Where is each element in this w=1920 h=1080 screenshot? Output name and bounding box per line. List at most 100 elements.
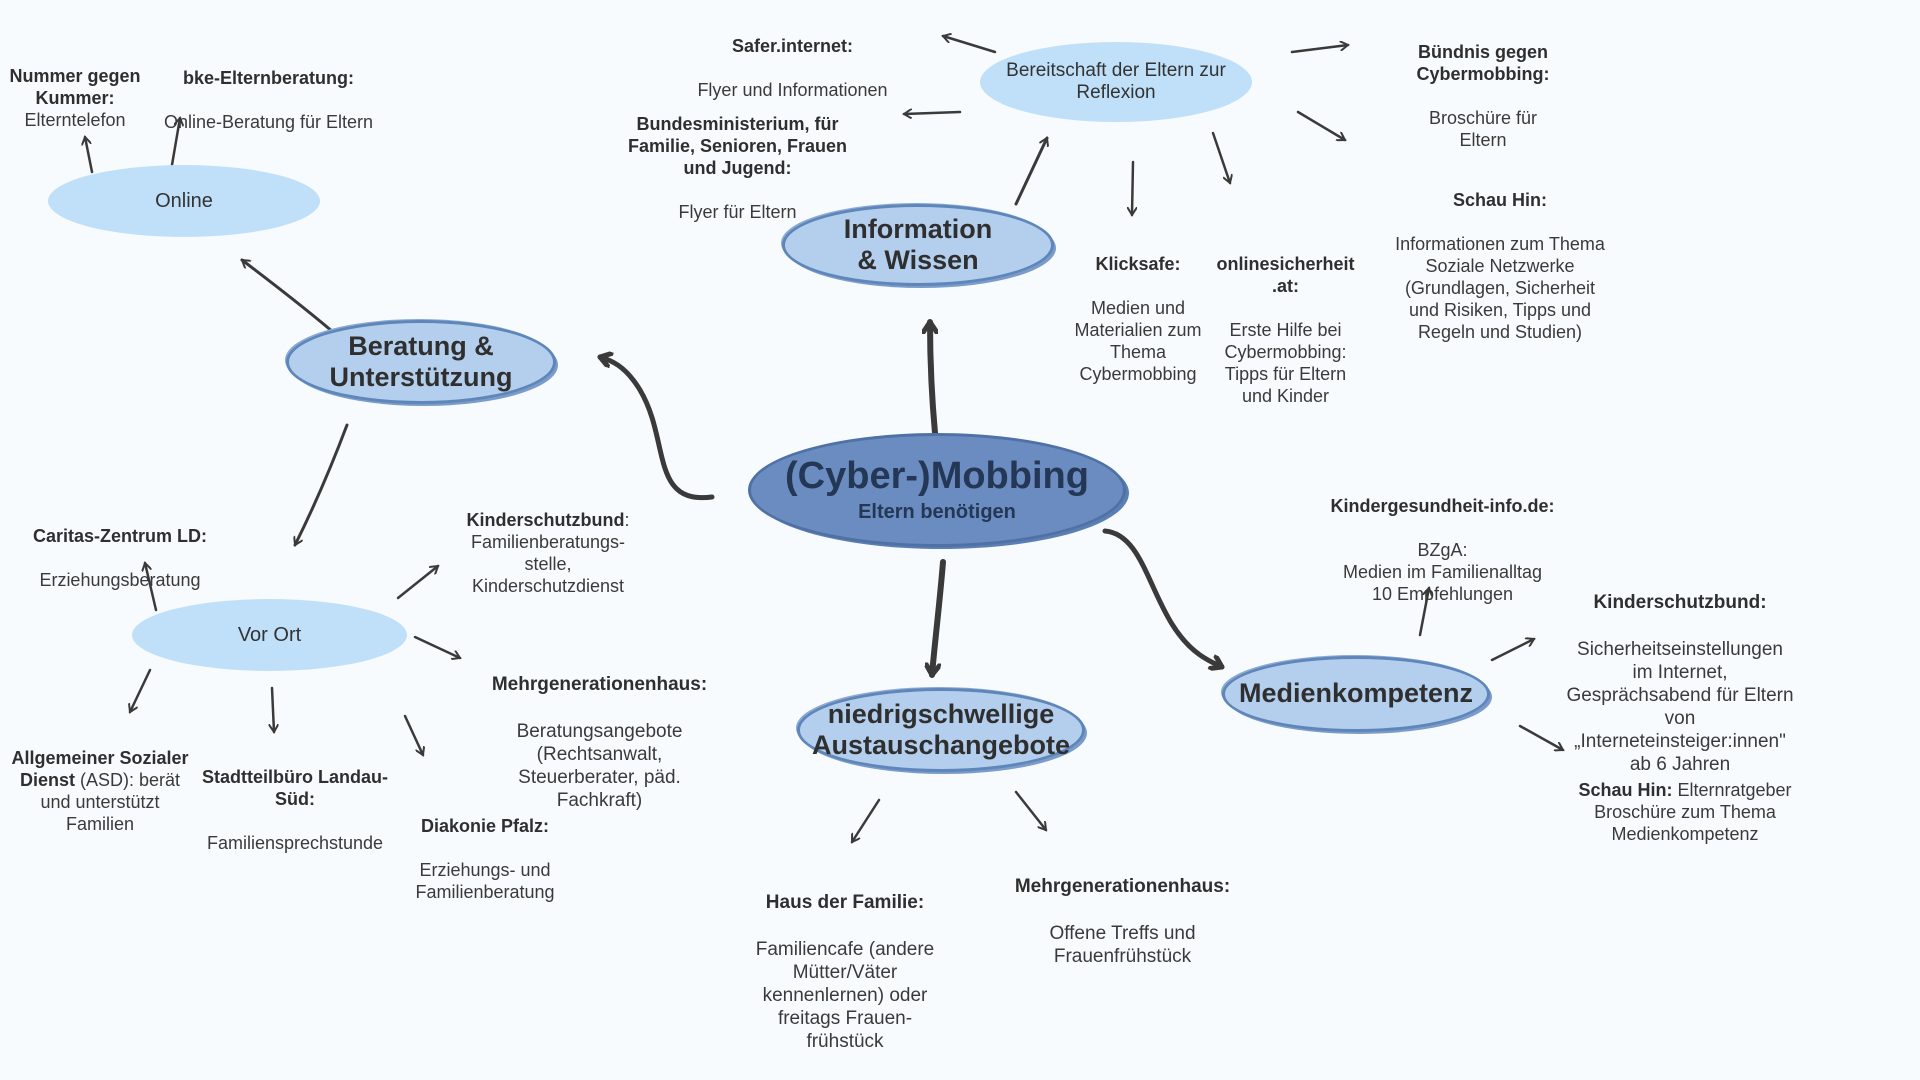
arrow-beratung-to-online (242, 258, 342, 340)
arrow-reflexion-to-buendnis (1290, 45, 1348, 54)
note-caritas: Caritas-Zentrum LD: Erziehungsberatung (15, 504, 225, 614)
note-title: Klicksafe: (1095, 253, 1181, 274)
note-text: Online-Beratung für Eltern (163, 111, 374, 132)
note-title: Schau Hin: (1578, 779, 1673, 800)
note-title: Allgemeiner Sozialer Dienst (11, 747, 189, 790)
center-node: (Cyber-)Mobbing Eltern benötigen (748, 433, 1126, 547)
arrow-center-to-medien (1102, 528, 1225, 667)
arrow-center-to-beratung (597, 357, 715, 501)
arrow-medien-to-kindergesundheit (1418, 588, 1429, 637)
note-title: Stadtteilbüro Landau- Süd: (202, 766, 388, 809)
note-text: Sicherheitseinstellungen im Internet, Ge… (1566, 638, 1794, 776)
arrow-online-to-bke (170, 118, 180, 167)
hub-information-label: Information & Wissen (843, 213, 993, 275)
note-diakonie: Diakonie Pfalz: Erziehungs- und Familien… (380, 794, 590, 926)
arrow-austausch-to-hausderfamilie (850, 798, 881, 842)
hub-medien: Medienkompetenz (1222, 656, 1490, 732)
note-title: Bündnis gegen Cybermobbing: (1416, 41, 1550, 84)
arrow-medien-to-kinderschutzbund (1490, 639, 1534, 662)
arrow-reflexion-to-bmfsfj (904, 112, 962, 114)
note-text: Erziehungsberatung (39, 569, 201, 590)
note-text: Erste Hilfe bei Cybermobbing: Tipps für … (1224, 319, 1347, 406)
subhub-reflexion: Bereitschaft der Eltern zur Reflexion (980, 42, 1252, 122)
hub-austausch-label: niedrigschwellige Austauschangebote (811, 698, 1071, 760)
subhub-online-label: Online (155, 189, 213, 212)
arrow-beratung-to-vorort (295, 423, 349, 545)
note-text: Elterntelefon (24, 109, 126, 130)
note-text: BZgA: Medien im Familienalltag 10 Empfeh… (1342, 539, 1543, 604)
note-text: Broschüre für Eltern (1428, 107, 1538, 150)
arrow-vorort-to-diakonie (403, 714, 423, 755)
subhub-vor-ort: Vor Ort (132, 599, 407, 671)
note-title: Mehrgenerationenhaus: (1014, 876, 1231, 898)
arrow-reflexion-to-onlinesicherheit (1211, 131, 1230, 183)
note-onlinesicherheit: onlinesicherheit .at: Erste Hilfe bei Cy… (1203, 232, 1368, 430)
note-title: Nummer gegen Kummer: (9, 65, 141, 108)
center-title: (Cyber-)Mobbing (785, 454, 1089, 497)
arrow-medien-to-schauhin (1518, 724, 1563, 750)
note-title: Kinderschutzbund (466, 509, 625, 530)
note-title: Mehrgenerationenhaus: (491, 674, 708, 696)
note-text: Erziehungs- und Familienberatung (415, 859, 555, 902)
arrow-vorort-to-mehrgenerationenhaus (413, 635, 460, 658)
arrow-reflexion-to-klicksafe (1132, 160, 1133, 215)
hub-medien-label: Medienkompetenz (1238, 678, 1474, 709)
hub-information: Information & Wissen (782, 204, 1054, 286)
subhub-reflexion-label: Bereitschaft der Eltern zur Reflexion (1006, 60, 1226, 103)
arrow-online-to-nummer (85, 137, 94, 174)
arrow-center-to-information (930, 319, 935, 436)
note-title: onlinesicherheit .at: (1216, 253, 1355, 296)
note-klicksafe: Klicksafe: Medien und Materialien zum Th… (1058, 232, 1218, 408)
note-text: Offene Treffs und Frauenfrühstück (1049, 922, 1196, 967)
arrow-austausch-to-mehrgenerationenhaus (1014, 790, 1048, 830)
note-kinderschutzbund-vorort: Kinderschutzbund: Familienberatungs- ste… (448, 488, 648, 598)
note-schau-hin-info: Schau Hin: Informationen zum Thema Sozia… (1365, 168, 1635, 366)
note-mehrgenerationenhaus-beratung: Mehrgenerationenhaus: Beratungsangebote … (472, 650, 727, 835)
note-safer-internet: Safer.internet: Flyer und Informationen (670, 14, 915, 124)
arrow-information-to-reflexion (1014, 138, 1047, 206)
note-title: Haus der Familie: (765, 892, 925, 914)
note-title: bke-Elternberatung: (182, 67, 355, 88)
note-kindergesundheit: Kindergesundheit-info.de: BZgA: Medien i… (1310, 474, 1575, 628)
subhub-online: Online (48, 165, 320, 237)
arrow-vorort-to-stadtteilbuero (272, 686, 274, 732)
hub-beratung-label: Beratung & Unterstützung (329, 330, 513, 392)
note-mehrgenerationenhaus-treffs: Mehrgenerationenhaus: Offene Treffs und … (1000, 852, 1245, 991)
note-text: Flyer und Informationen (697, 79, 888, 100)
hub-austausch: niedrigschwellige Austauschangebote (797, 688, 1085, 772)
arrow-vorort-to-kinderschutzbund (396, 564, 438, 600)
note-title: Diakonie Pfalz: (420, 815, 550, 836)
note-title: Bundesministerium, für Familie, Senioren… (627, 113, 848, 178)
note-text: Medien und Materialien zum Thema Cybermo… (1074, 297, 1202, 384)
note-asd: Allgemeiner Sozialer Dienst (ASD): berät… (0, 726, 200, 836)
note-stadtteilbuero: Stadtteilbüro Landau- Süd: Familiensprec… (185, 745, 405, 877)
arrow-center-to-austausch (932, 559, 946, 678)
note-text: Familiencafe (andere Mütter/Väter kennen… (755, 938, 935, 1053)
hub-beratung: Beratung & Unterstützung (286, 320, 556, 404)
note-kinderschutzbund-medien: Kinderschutzbund: Sicherheitseinstellung… (1545, 568, 1815, 800)
note-text: Familiensprechstunde (206, 832, 384, 853)
center-subtitle: Eltern benötigen (858, 501, 1016, 524)
note-text: Flyer für Eltern (678, 201, 797, 222)
note-schau-hin-medien: Schau Hin: Elternratgeber Broschüre zum … (1555, 758, 1815, 846)
note-text: Beratungsangebote (Rechtsanwalt, Steuerb… (516, 720, 683, 812)
note-text: Elternratgeber Broschüre zum Thema Medie… (1594, 779, 1792, 844)
note-text: : Familienberatungs- stelle, Kinderschut… (470, 509, 630, 596)
note-bmfsfj: Bundesministerium, für Familie, Senioren… (605, 92, 870, 246)
note-buendnis: Bündnis gegen Cybermobbing: Broschüre fü… (1388, 20, 1578, 174)
note-text: Informationen zum Thema Soziale Netzwerk… (1395, 233, 1605, 342)
arrow-reflexion-to-schauhin (1296, 110, 1345, 142)
subhub-vor-ort-label: Vor Ort (237, 623, 302, 646)
note-title: Safer.internet: (731, 35, 854, 56)
note-text: (ASD): berät und unterstützt Familien (40, 769, 181, 834)
arrow-vorort-to-asd (130, 668, 152, 712)
note-title: Kinderschutzbund: (1593, 592, 1767, 614)
note-title: Schau Hin: (1452, 189, 1547, 210)
arrow-vorort-to-caritas (145, 563, 158, 612)
note-bke: bke-Elternberatung: Online-Beratung für … (146, 46, 391, 156)
note-title: Caritas-Zentrum LD: (32, 525, 207, 546)
note-haus-der-familie: Haus der Familie: Familiencafe (andere M… (725, 868, 965, 1077)
arrow-reflexion-to-safer (943, 36, 997, 54)
note-title: Kindergesundheit-info.de: (1330, 495, 1555, 516)
note-nummer-gegen-kummer: Nummer gegen Kummer: Elterntelefon (0, 44, 150, 154)
